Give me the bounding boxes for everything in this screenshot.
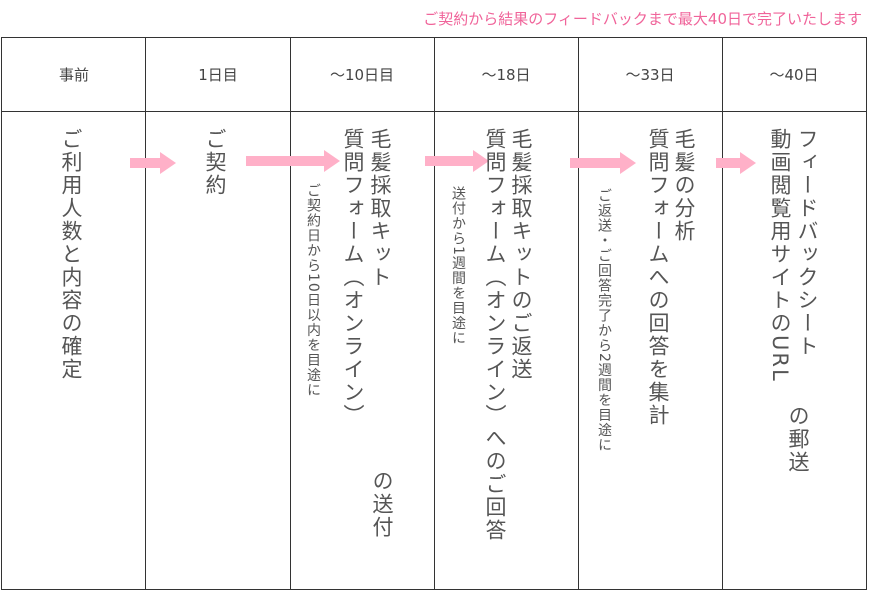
step-note: 送付から1週間を目途に — [450, 186, 466, 346]
arrow-icon — [716, 152, 756, 174]
step-text: 質問フォーム（オンライン） — [341, 128, 365, 427]
arrow-icon — [246, 150, 340, 172]
step-text: 毛髪採取キットのご返送 — [509, 128, 533, 381]
divider — [578, 38, 579, 589]
step-text: ご利用人数と内容の確定 — [59, 128, 83, 381]
caption: ご契約から結果のフィードバックまで最大40日で完了いたします — [423, 10, 862, 28]
step-text: ご契約 — [203, 128, 227, 197]
step-text: 質問フォーム（オンライン）へのご回答 — [483, 128, 507, 542]
header-cell: 1日目 — [198, 66, 238, 84]
step-text: 毛髪採取キット — [368, 128, 392, 289]
header-cell: ～10日目 — [329, 66, 395, 84]
step-note: ご契約日から10日以内を目途に — [305, 183, 321, 398]
step-text: 動画閲覧用サイトのURL — [768, 128, 792, 383]
arrow-icon — [570, 152, 636, 174]
header-cell: ～33日 — [625, 66, 675, 84]
divider — [145, 38, 146, 589]
arrow-icon — [130, 152, 176, 174]
step-text: 毛髪の分析 — [672, 128, 696, 243]
step-text: 質問フォームへの回答を集計 — [646, 128, 670, 427]
step-text-tail: の送付 — [370, 470, 394, 539]
header-cell: ～18日 — [481, 66, 531, 84]
header-cell: 事前 — [58, 66, 89, 84]
divider — [722, 38, 723, 589]
step-text: フィードバックシート — [795, 128, 819, 358]
header-cell: ～40日 — [769, 66, 819, 84]
timeline-table: 事前 1日目 ～10日目 ～18日 ～33日 ～40日 — [1, 37, 867, 590]
divider — [290, 38, 291, 589]
divider — [434, 38, 435, 589]
step-text-tail: の郵送 — [786, 405, 810, 474]
step-note: ご返送・ご回答完了から2週間を目途に — [596, 188, 612, 453]
arrow-icon — [425, 150, 489, 172]
